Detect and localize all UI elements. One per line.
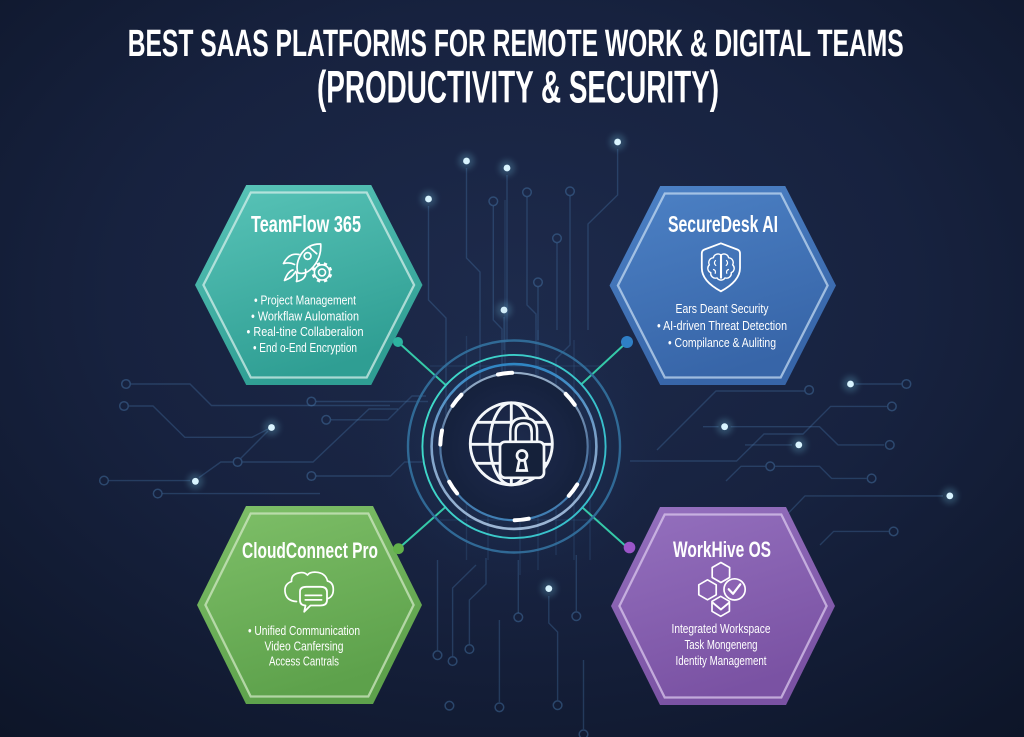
svg-text:Identity Management: Identity Management	[676, 653, 767, 668]
svg-text:• Real-tine Collaberalion: • Real-tine Collaberalion	[247, 324, 364, 339]
svg-text:• Workflaw Aulomation: • Workflaw Aulomation	[251, 308, 359, 323]
svg-text:• Project Management: • Project Management	[254, 293, 356, 308]
svg-text:• Unified Communication: • Unified Communication	[248, 623, 360, 638]
svg-text:WorkHive OS: WorkHive OS	[673, 537, 771, 562]
svg-text:• End o-End Encryption: • End o-End Encryption	[253, 340, 357, 355]
svg-text:Ears Deant Security: Ears Deant Security	[676, 301, 769, 316]
svg-text:• AI-driven Threat Detection: • AI-driven Threat Detection	[657, 318, 787, 333]
svg-text:TeamFlow 365: TeamFlow 365	[251, 211, 361, 237]
svg-text:SecureDesk AI: SecureDesk AI	[668, 211, 778, 237]
svg-text:Access Cantrals: Access Cantrals	[269, 654, 339, 669]
svg-text:CloudConnect Pro: CloudConnect Pro	[242, 538, 378, 563]
svg-text:Integrated Workspace: Integrated Workspace	[672, 621, 771, 636]
svg-text:Video Canfersing: Video Canfersing	[265, 638, 344, 653]
svg-text:Task Mongeneng: Task Mongeneng	[685, 637, 758, 652]
svg-text:(PRODUCTIVITY & SECURITY): (PRODUCTIVITY & SECURITY)	[317, 62, 719, 113]
svg-text:BEST SAAS PLATFORMS FOR REMOTE: BEST SAAS PLATFORMS FOR REMOTE WORK & DI…	[128, 23, 904, 65]
svg-text:• Compilance & Auliting: • Compilance & Auliting	[668, 335, 776, 350]
